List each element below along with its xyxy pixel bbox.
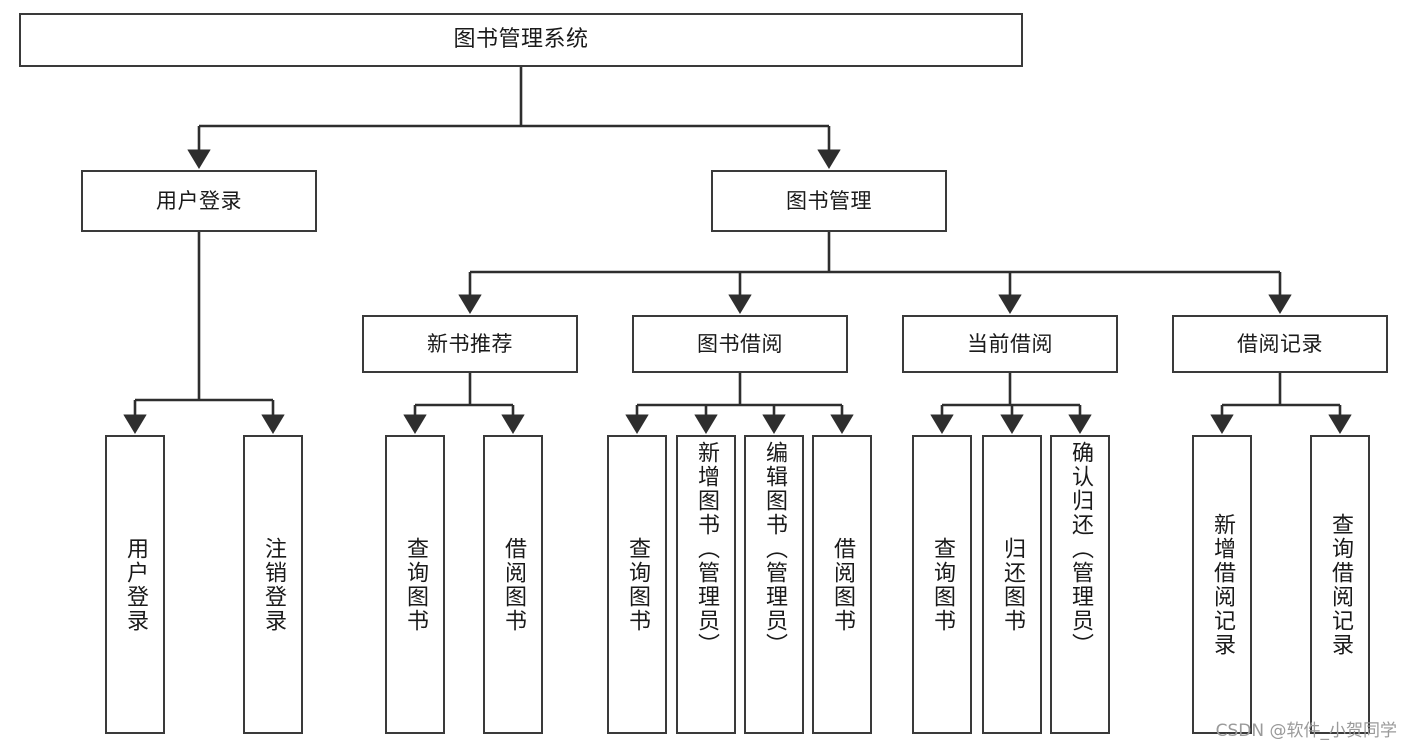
- node-leaf-query-book-borrow[interactable]: 查询图书: [607, 435, 667, 734]
- node-leaf-borrow-book[interactable]: 借阅图书: [812, 435, 872, 734]
- node-leaf-add-book-admin[interactable]: 新增图书（管理员）: [676, 435, 736, 734]
- node-leaf-user-logout[interactable]: 注销登录: [243, 435, 303, 734]
- node-label: 借阅图书: [501, 536, 526, 633]
- node-label: 图书管理系统: [453, 27, 589, 53]
- node-leaf-add-borrow-record[interactable]: 新增借阅记录: [1192, 435, 1252, 734]
- node-leaf-borrow-book-recommend[interactable]: 借阅图书: [483, 435, 543, 734]
- node-label: 图书借阅: [697, 331, 783, 356]
- node-label: 查询图书: [403, 536, 428, 633]
- node-book-borrow[interactable]: 图书借阅: [632, 315, 848, 373]
- connector-borrowrecord-to-leaves: [1210, 373, 1352, 434]
- node-label: 当前借阅: [967, 331, 1053, 356]
- connector-bookmanage-to-level3: [458, 232, 1292, 314]
- node-leaf-query-book-recommend[interactable]: 查询图书: [385, 435, 445, 734]
- node-label: 确认归还（管理员）: [1068, 441, 1093, 657]
- node-label: 新增图书（管理员）: [694, 441, 719, 657]
- node-label: 查询借阅记录: [1328, 512, 1353, 657]
- node-label: 查询图书: [625, 536, 650, 633]
- node-leaf-query-borrow-record[interactable]: 查询借阅记录: [1310, 435, 1370, 734]
- node-label: 注销登录: [261, 536, 286, 633]
- node-label: 新增借阅记录: [1210, 512, 1235, 657]
- node-leaf-edit-book-admin[interactable]: 编辑图书（管理员）: [744, 435, 804, 734]
- node-label: 归还图书: [1000, 536, 1025, 633]
- node-user-login[interactable]: 用户登录: [81, 170, 317, 232]
- node-label: 新书推荐: [427, 331, 513, 356]
- node-label: 借阅记录: [1237, 331, 1323, 356]
- node-root-book-management-system[interactable]: 图书管理系统: [19, 13, 1023, 67]
- node-label: 编辑图书（管理员）: [762, 441, 787, 657]
- node-leaf-user-login[interactable]: 用户登录: [105, 435, 165, 734]
- connector-currentborrow-to-leaves: [930, 373, 1092, 434]
- node-leaf-return-book[interactable]: 归还图书: [982, 435, 1042, 734]
- node-label: 图书管理: [786, 188, 872, 213]
- node-leaf-query-book-current[interactable]: 查询图书: [912, 435, 972, 734]
- node-label: 用户登录: [123, 536, 148, 633]
- node-current-borrow[interactable]: 当前借阅: [902, 315, 1118, 373]
- connector-newbook-to-leaves: [403, 373, 525, 434]
- node-label: 查询图书: [930, 536, 955, 633]
- connector-root-to-level2: [187, 67, 841, 169]
- node-book-management[interactable]: 图书管理: [711, 170, 947, 232]
- node-leaf-confirm-return-admin[interactable]: 确认归还（管理员）: [1050, 435, 1110, 734]
- node-label: 借阅图书: [830, 536, 855, 633]
- node-new-book-recommend[interactable]: 新书推荐: [362, 315, 578, 373]
- node-label: 用户登录: [156, 188, 242, 213]
- node-borrow-record[interactable]: 借阅记录: [1172, 315, 1388, 373]
- connector-userlogin-to-leaves: [123, 232, 285, 434]
- connector-bookborrow-to-leaves: [625, 373, 854, 434]
